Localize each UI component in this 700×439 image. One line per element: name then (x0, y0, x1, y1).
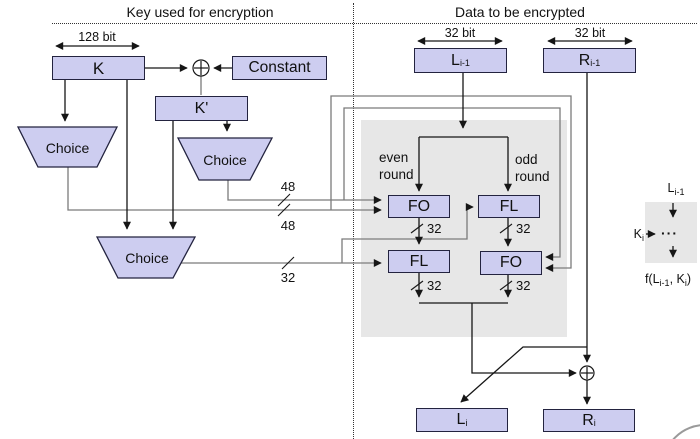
r-next-main: R (582, 411, 594, 429)
key-width-label: 128 bit (78, 30, 116, 44)
choice3-label: Choice (125, 250, 169, 266)
l-prev-sub: i-1 (459, 58, 470, 68)
round-function-panel (361, 120, 567, 337)
bus48-lower-label: 48 (280, 218, 296, 233)
l-prev-main: L (451, 51, 460, 69)
mini-f-output-label: f(Li-1, Ki) (634, 272, 700, 288)
bus32-fo-bottom-label: 32 (516, 278, 531, 293)
choice3-trapezoid (95, 236, 197, 279)
fl-top-box: FL (478, 195, 540, 218)
bus32-label: 32 (280, 270, 296, 285)
key-kprime-box: K' (155, 96, 248, 121)
mini-input-label: Li-1 (650, 181, 700, 197)
f-sub1: i (684, 278, 687, 288)
choice1-label: Choice (45, 140, 90, 156)
odd-line2: round (515, 169, 550, 184)
key-wires (67, 76, 572, 272)
fl-bottom-box: FL (388, 250, 450, 273)
kprime-label: K' (194, 99, 209, 117)
r-prev-main: R (578, 51, 591, 69)
fo-bottom-box: FO (480, 251, 542, 275)
fo-top-label: FO (407, 197, 431, 215)
mini-key-main: K (633, 227, 642, 241)
bus32-fl-top-label: 32 (516, 221, 531, 236)
l-next-sub: i (465, 417, 468, 428)
r-next-sub: i (593, 418, 596, 428)
bus48-upper-label: 48 (280, 179, 296, 194)
choice1-trapezoid (16, 126, 119, 168)
odd-line1: odd (515, 152, 538, 167)
choice2-label: Choice (203, 152, 247, 168)
fl-top-label: FL (499, 197, 519, 215)
constant-label: Constant (248, 59, 311, 77)
even-line2: round (379, 167, 414, 182)
xor-icons (192, 59, 595, 381)
right-section-title: Data to be encrypted (455, 4, 585, 20)
fl-bottom-label: FL (409, 252, 429, 270)
l-width-label: 32 bit (444, 26, 476, 40)
r-width-label: 32 bit (574, 26, 606, 40)
f-part0: f(L (644, 272, 660, 286)
odd-round-label: odd round (515, 151, 559, 185)
mini-input-main: L (667, 181, 675, 195)
choice2-trapezoid (176, 137, 274, 181)
mini-key-label: Ki (622, 227, 644, 243)
bus32-fo-top-label: 32 (427, 221, 442, 236)
even-round-label: even round (379, 149, 419, 183)
fo-top-box: FO (388, 195, 450, 218)
l-next-main: L (456, 411, 466, 428)
constant-box: Constant (232, 56, 327, 80)
data-wires (61, 64, 677, 405)
f-part1: , K (669, 272, 685, 286)
corner-logo-arc (672, 424, 700, 439)
r-prev-sub: i-1 (590, 58, 601, 68)
f-sub0: i-1 (659, 278, 670, 288)
mini-key-sub: i (642, 233, 644, 243)
choice-shapes (16, 126, 274, 279)
bus-slashes (277, 193, 513, 291)
xor-key-icon (192, 59, 210, 77)
fo-bottom-label: FO (499, 254, 523, 271)
k-label: K (92, 58, 105, 78)
bus32-fl-bottom-label: 32 (427, 278, 442, 293)
f-part2: ) (686, 272, 692, 286)
mini-dots-label: ··· (661, 225, 678, 241)
key-k-box: K (52, 56, 145, 80)
left-section-title: Key used for encryption (126, 4, 274, 20)
even-line1: even (379, 150, 409, 165)
width-arrows (55, 37, 633, 50)
xor-data-icon (579, 365, 595, 381)
horizontal-separator (52, 23, 697, 24)
mini-input-sub: i-1 (674, 187, 685, 197)
vertical-separator (353, 3, 354, 439)
